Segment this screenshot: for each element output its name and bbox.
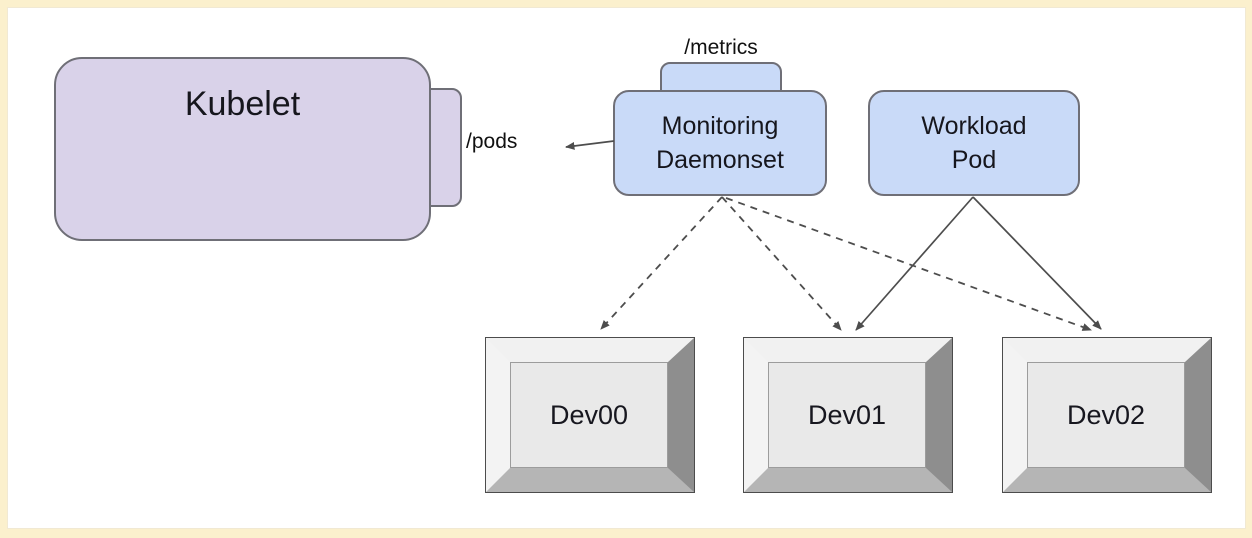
- device-bevel: Dev02: [1003, 338, 1211, 492]
- device-label: Dev02: [1066, 399, 1146, 430]
- kubelet-label: Kubelet: [184, 85, 301, 123]
- monitoring-label-line1: Monitoring: [661, 112, 779, 140]
- device-bevel: Dev01: [744, 338, 952, 492]
- metrics-endpoint-label: /metrics: [684, 36, 758, 59]
- device-label: Dev01: [807, 399, 887, 430]
- device-face: Dev00: [510, 362, 668, 468]
- device-node-dev01: Dev01: [743, 337, 953, 493]
- device-node-dev02: Dev02: [1002, 337, 1212, 493]
- device-face: Dev01: [768, 362, 926, 468]
- device-label: Dev00: [549, 399, 629, 430]
- monitoring-label-line2: Daemonset: [656, 146, 784, 174]
- device-face: Dev02: [1027, 362, 1185, 468]
- workload-label-line1: Workload: [921, 112, 1027, 140]
- workload-label-line2: Pod: [951, 146, 997, 174]
- device-node-dev00: Dev00: [485, 337, 695, 493]
- pods-endpoint-label: /pods: [466, 130, 518, 153]
- kubelet-node: Kubelet: [54, 57, 431, 241]
- monitoring-daemonset-node: Monitoring Daemonset: [613, 90, 827, 196]
- device-bevel: Dev00: [486, 338, 694, 492]
- workload-pod-node: Workload Pod: [868, 90, 1080, 196]
